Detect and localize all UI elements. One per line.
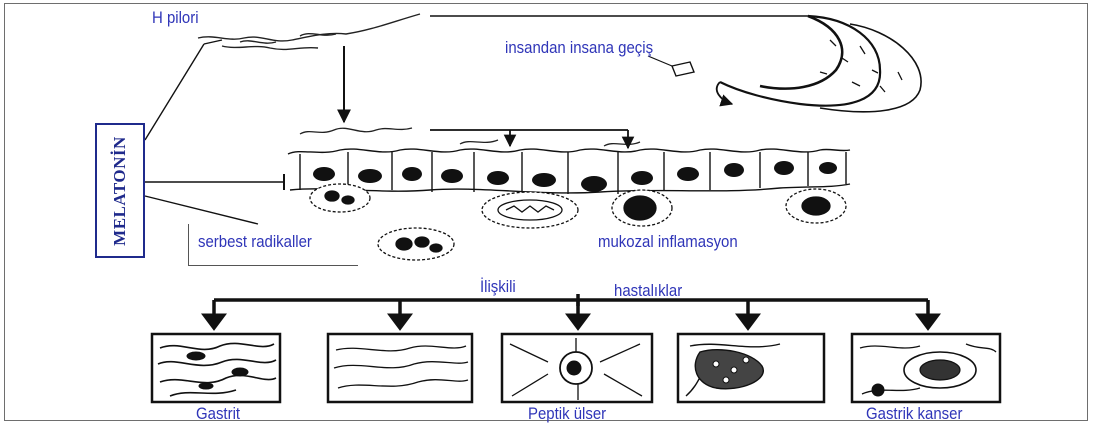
gastric-cancer-label: Gastrik kanser: [866, 404, 962, 424]
gastritis-label: Gastrit: [196, 404, 240, 424]
panel-metaplasia: [678, 334, 824, 402]
bacteria-spread-arrows: [430, 130, 628, 148]
free-radicals-label: serbest radikaller: [198, 232, 312, 252]
panel-gastric-cancer: [852, 334, 1000, 402]
disease-arrows: [202, 294, 940, 330]
h-pylori-bacteria-illustration: [198, 14, 420, 49]
transmission-label: insandan insana geçiş: [505, 38, 653, 58]
panel-normal-tissue: [328, 334, 472, 402]
peptic-ulcer-label: Peptik ülser: [528, 404, 606, 424]
inflammatory-cells: [310, 184, 846, 260]
melatonin-box: MELATONİN: [95, 123, 145, 258]
melatonin-label: MELATONİN: [110, 136, 130, 246]
stomach-illustration: [430, 16, 921, 112]
related-label: İlişkili: [480, 277, 516, 297]
mucosal-inflammation-label: mukozal inflamasyon: [598, 232, 738, 252]
panel-peptic-ulcer: [502, 334, 652, 402]
h-pylori-label: H pilori: [152, 8, 199, 28]
melatonin-connectors: [145, 40, 284, 224]
diseases-label: hastalıklar: [614, 281, 682, 301]
panel-gastritis: [152, 334, 280, 402]
